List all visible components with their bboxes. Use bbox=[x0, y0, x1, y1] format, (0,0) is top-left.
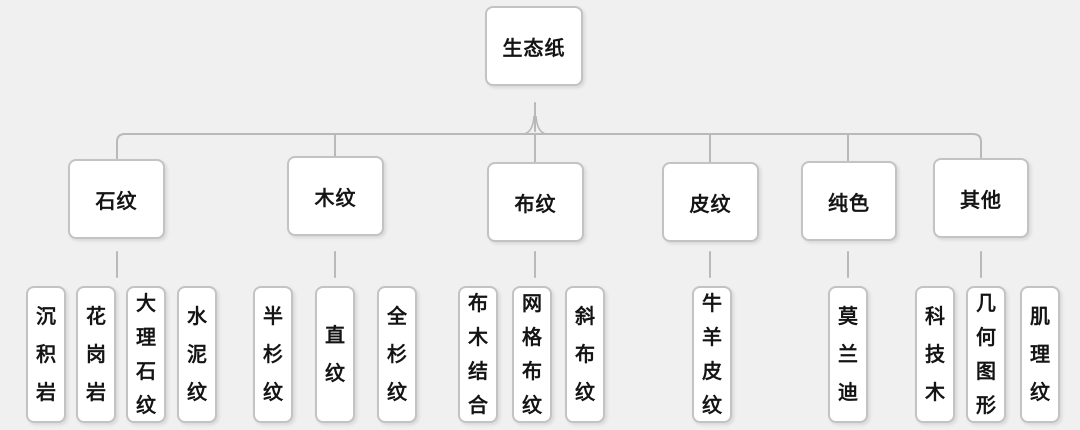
node-label: 网格布纹 bbox=[522, 292, 542, 417]
node-label: 木纹 bbox=[314, 187, 357, 210]
leaf-mesh-fabric-grain[interactable]: 网格布纹 bbox=[512, 286, 552, 423]
node-label: 生态纸 bbox=[502, 37, 566, 60]
leaf-sedimentary-rock[interactable]: 沉积岩 bbox=[26, 286, 66, 423]
leaf-fabric-wood-combo[interactable]: 布木结合 bbox=[458, 286, 498, 423]
node-label: 布纹 bbox=[514, 193, 557, 216]
branch-solid-color[interactable]: 纯色 bbox=[801, 161, 897, 241]
node-label: 斜布纹 bbox=[575, 305, 595, 404]
node-label: 直纹 bbox=[325, 324, 345, 385]
leaf-marble-grain[interactable]: 大理石纹 bbox=[126, 286, 166, 423]
leaf-cement-grain[interactable]: 水泥纹 bbox=[177, 286, 217, 423]
node-label: 其他 bbox=[960, 189, 1002, 212]
leaf-straight-grain[interactable]: 直纹 bbox=[315, 286, 355, 423]
branch-other[interactable]: 其他 bbox=[933, 158, 1029, 238]
node-label: 石纹 bbox=[95, 190, 138, 213]
leaf-half-fir-grain[interactable]: 半杉纹 bbox=[253, 286, 293, 423]
node-label: 半杉纹 bbox=[263, 305, 283, 404]
node-label: 布木结合 bbox=[468, 292, 488, 417]
branch-wood-grain[interactable]: 木纹 bbox=[287, 156, 384, 236]
node-label: 水泥纹 bbox=[187, 305, 207, 404]
node-label: 牛羊皮纹 bbox=[702, 292, 722, 417]
node-label: 大理石纹 bbox=[136, 292, 156, 417]
leaf-cow-sheep-leather[interactable]: 牛羊皮纹 bbox=[692, 286, 732, 423]
node-label: 几何图形 bbox=[976, 292, 996, 417]
leaf-geometric-shapes[interactable]: 几何图形 bbox=[966, 286, 1006, 423]
node-label: 莫兰迪 bbox=[838, 305, 858, 404]
node-label: 沉积岩 bbox=[36, 305, 56, 404]
node-label: 肌理纹 bbox=[1030, 305, 1050, 404]
branch-leather-grain[interactable]: 皮纹 bbox=[662, 162, 759, 242]
leaf-full-fir-grain[interactable]: 全杉纹 bbox=[377, 286, 417, 423]
node-label: 全杉纹 bbox=[387, 305, 407, 404]
branch-stone-grain[interactable]: 石纹 bbox=[68, 159, 165, 239]
leaf-morandi[interactable]: 莫兰迪 bbox=[828, 286, 868, 423]
leaf-tech-wood[interactable]: 科技木 bbox=[915, 286, 955, 423]
leaf-texture-grain[interactable]: 肌理纹 bbox=[1020, 286, 1060, 423]
node-label: 花岗岩 bbox=[86, 305, 106, 404]
leaf-twill-fabric-grain[interactable]: 斜布纹 bbox=[565, 286, 605, 423]
leaf-granite[interactable]: 花岗岩 bbox=[76, 286, 116, 423]
node-root-eco-paper[interactable]: 生态纸 bbox=[485, 6, 583, 86]
branch-fabric-grain[interactable]: 布纹 bbox=[487, 162, 584, 242]
node-label: 纯色 bbox=[828, 192, 870, 215]
node-label: 皮纹 bbox=[689, 193, 732, 216]
node-label: 科技木 bbox=[925, 305, 945, 404]
